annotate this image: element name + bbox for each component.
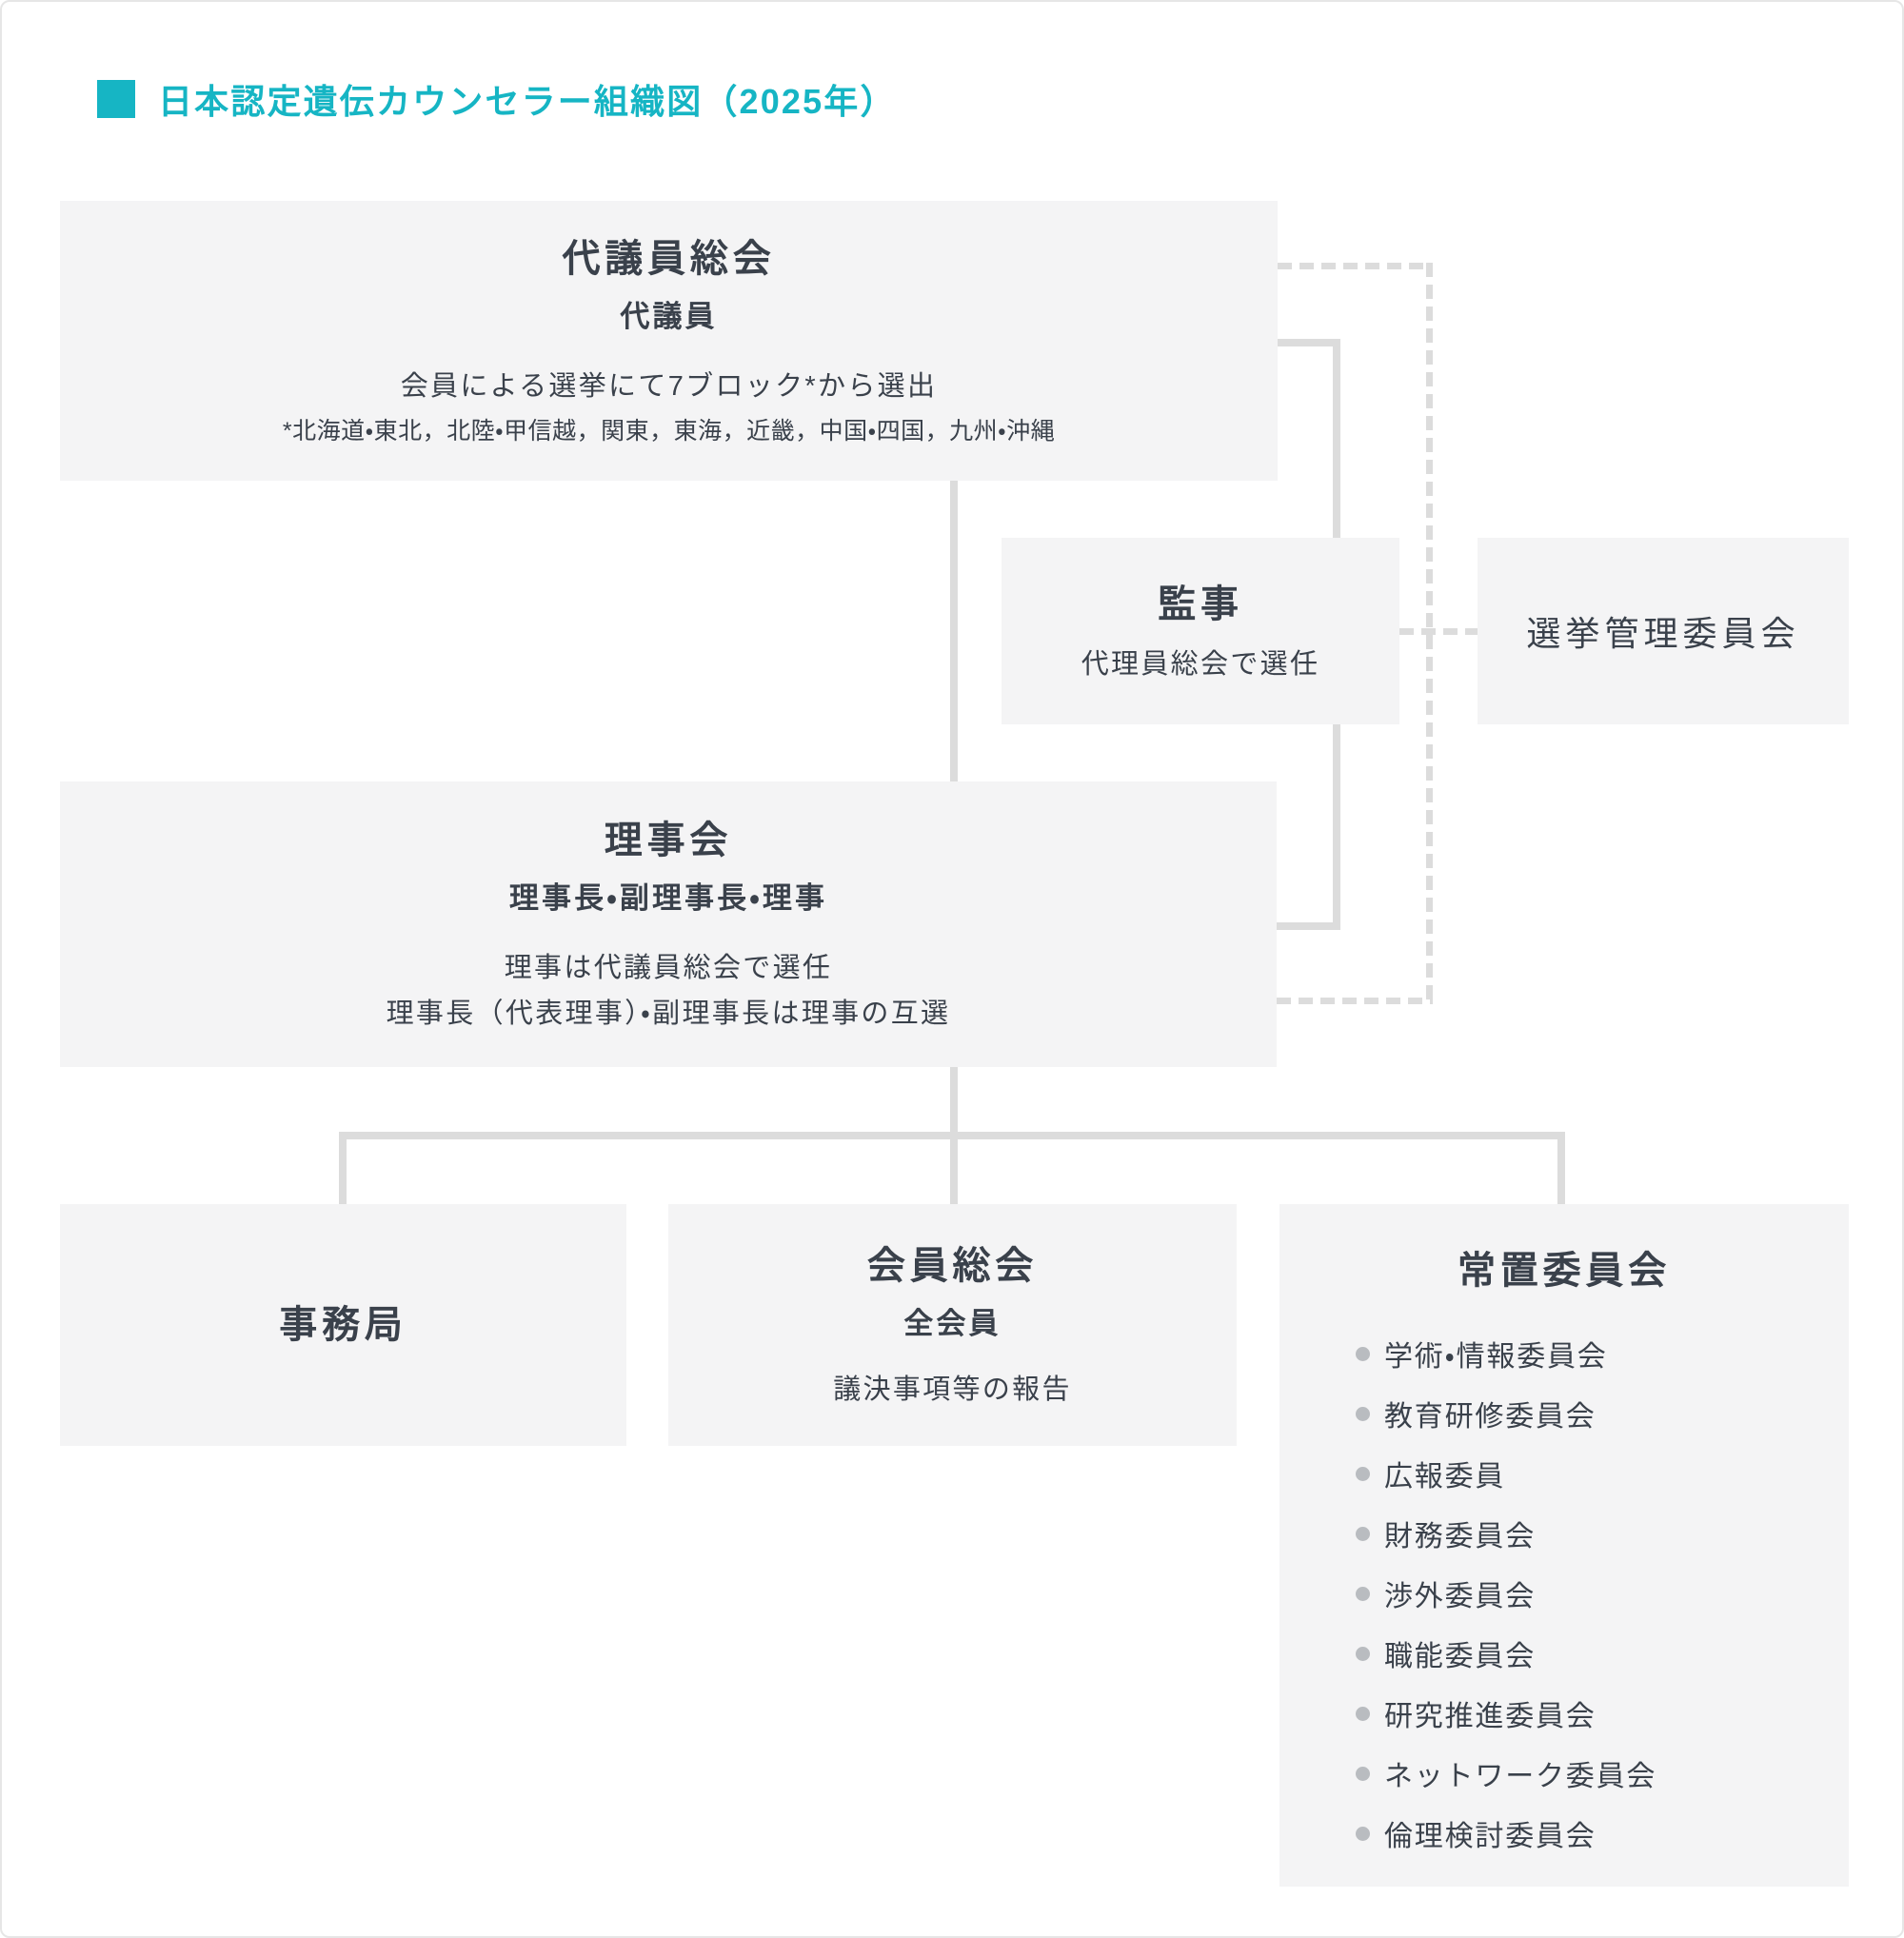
dashed-connector-rijikai [1277, 998, 1433, 1004]
bullet-icon [1356, 1766, 1370, 1781]
node-rijikai: 理事会 理事長・副理事長・理事 理事は代議員総会で選任 理事長（代表理事）・副理… [60, 781, 1277, 1067]
committee-item: 財務委員会 [1356, 1516, 1849, 1552]
kaiin-title: 会員総会 [866, 1245, 1039, 1287]
kaiin-subtitle: 全会員 [903, 1307, 1002, 1340]
daigiin-body: 会員による選挙にて7ブロック*から選出 [400, 371, 938, 403]
connector-bracket-top [1278, 339, 1340, 346]
node-jimukyoku: 事務局 [60, 1204, 626, 1446]
node-kanji: 監事 代理員総会で選任 [1002, 538, 1399, 724]
bullet-icon [1356, 1346, 1370, 1361]
kaiin-body: 議決事項等の報告 [833, 1374, 1072, 1406]
rijikai-body2: 理事長（代表理事）・副理事長は理事の互選 [386, 999, 951, 1030]
node-senkyo-kanri: 選挙管理委員会 [1478, 538, 1849, 724]
daigiin-title: 代議員総会 [562, 238, 776, 280]
connector-daigiin-to-rijikai [950, 481, 958, 781]
standing-committee-list: 学術・情報委員会 教育研修委員会 広報委員 財務委員会 [1279, 1336, 1849, 1852]
committee-item: ネットワーク委員会 [1356, 1756, 1849, 1792]
page-title: 日本認定遺伝カウンセラー組織図（2025年） [158, 82, 897, 121]
committee-label: ネットワーク委員会 [1384, 1761, 1657, 1792]
title-accent-square-icon [97, 80, 135, 118]
committee-label: 学術・情報委員会 [1384, 1341, 1608, 1373]
connector-bracket-bottom [1277, 922, 1340, 930]
committee-label: 教育研修委員会 [1384, 1401, 1597, 1433]
rijikai-body1: 理事は代議員総会で選任 [504, 953, 833, 984]
page-title-row: 日本認定遺伝カウンセラー組織図（2025年） [97, 74, 897, 124]
committee-item: 倫理検討委員会 [1356, 1816, 1849, 1852]
committee-item: 広報委員 [1356, 1456, 1849, 1493]
bullet-icon [1356, 1586, 1370, 1601]
kanji-body: 代理員総会で選任 [1081, 648, 1320, 680]
daigiin-note: *北海道・東北，北陸・甲信越，関東，東海，近畿，中国・四国，九州・沖縄 [282, 417, 1056, 445]
bullet-icon [1356, 1526, 1370, 1541]
node-kaiin-sokai: 会員総会 全会員 議決事項等の報告 [668, 1204, 1237, 1446]
bullet-icon [1356, 1466, 1370, 1481]
dashed-connector-kanji-senkyo [1399, 628, 1478, 635]
committee-label: 渉外委員会 [1384, 1581, 1536, 1612]
node-daigiin-sokai: 代議員総会 代議員 会員による選挙にて7ブロック*から選出 *北海道・東北，北陸… [60, 201, 1278, 481]
committee-label: 広報委員 [1384, 1461, 1506, 1493]
committee-item: 学術・情報委員会 [1356, 1336, 1849, 1373]
committee-label: 財務委員会 [1384, 1521, 1536, 1552]
jochi-title: 常置委員会 [1458, 1250, 1671, 1292]
jimukyoku-title: 事務局 [279, 1304, 407, 1346]
bullet-icon [1356, 1826, 1370, 1841]
committee-label: 倫理検討委員会 [1384, 1821, 1597, 1852]
bullet-icon [1356, 1406, 1370, 1421]
bullet-icon [1356, 1646, 1370, 1661]
dashed-connector-daigiin [1278, 263, 1433, 269]
rijikai-subtitle: 理事長・副理事長・理事 [508, 881, 828, 916]
committee-label: 研究推進委員会 [1384, 1701, 1597, 1732]
committee-item: 職能委員会 [1356, 1636, 1849, 1672]
rijikai-title: 理事会 [604, 820, 733, 862]
node-jochi-iinkai: 常置委員会 学術・情報委員会 教育研修委員会 広報委員 [1279, 1204, 1849, 1887]
senkyo-title: 選挙管理委員会 [1526, 614, 1800, 653]
committee-item: 渉外委員会 [1356, 1576, 1849, 1612]
connector-distributor [339, 1132, 1565, 1139]
bullet-icon [1356, 1706, 1370, 1721]
daigiin-subtitle: 代議員 [620, 300, 718, 333]
committee-label: 職能委員会 [1384, 1641, 1536, 1672]
connector-drop-jochi [1557, 1132, 1565, 1204]
kanji-title: 監事 [1158, 583, 1243, 625]
committee-item: 研究推進委員会 [1356, 1696, 1849, 1732]
connector-drop-jimukyoku [339, 1132, 347, 1204]
committee-item: 教育研修委員会 [1356, 1396, 1849, 1433]
